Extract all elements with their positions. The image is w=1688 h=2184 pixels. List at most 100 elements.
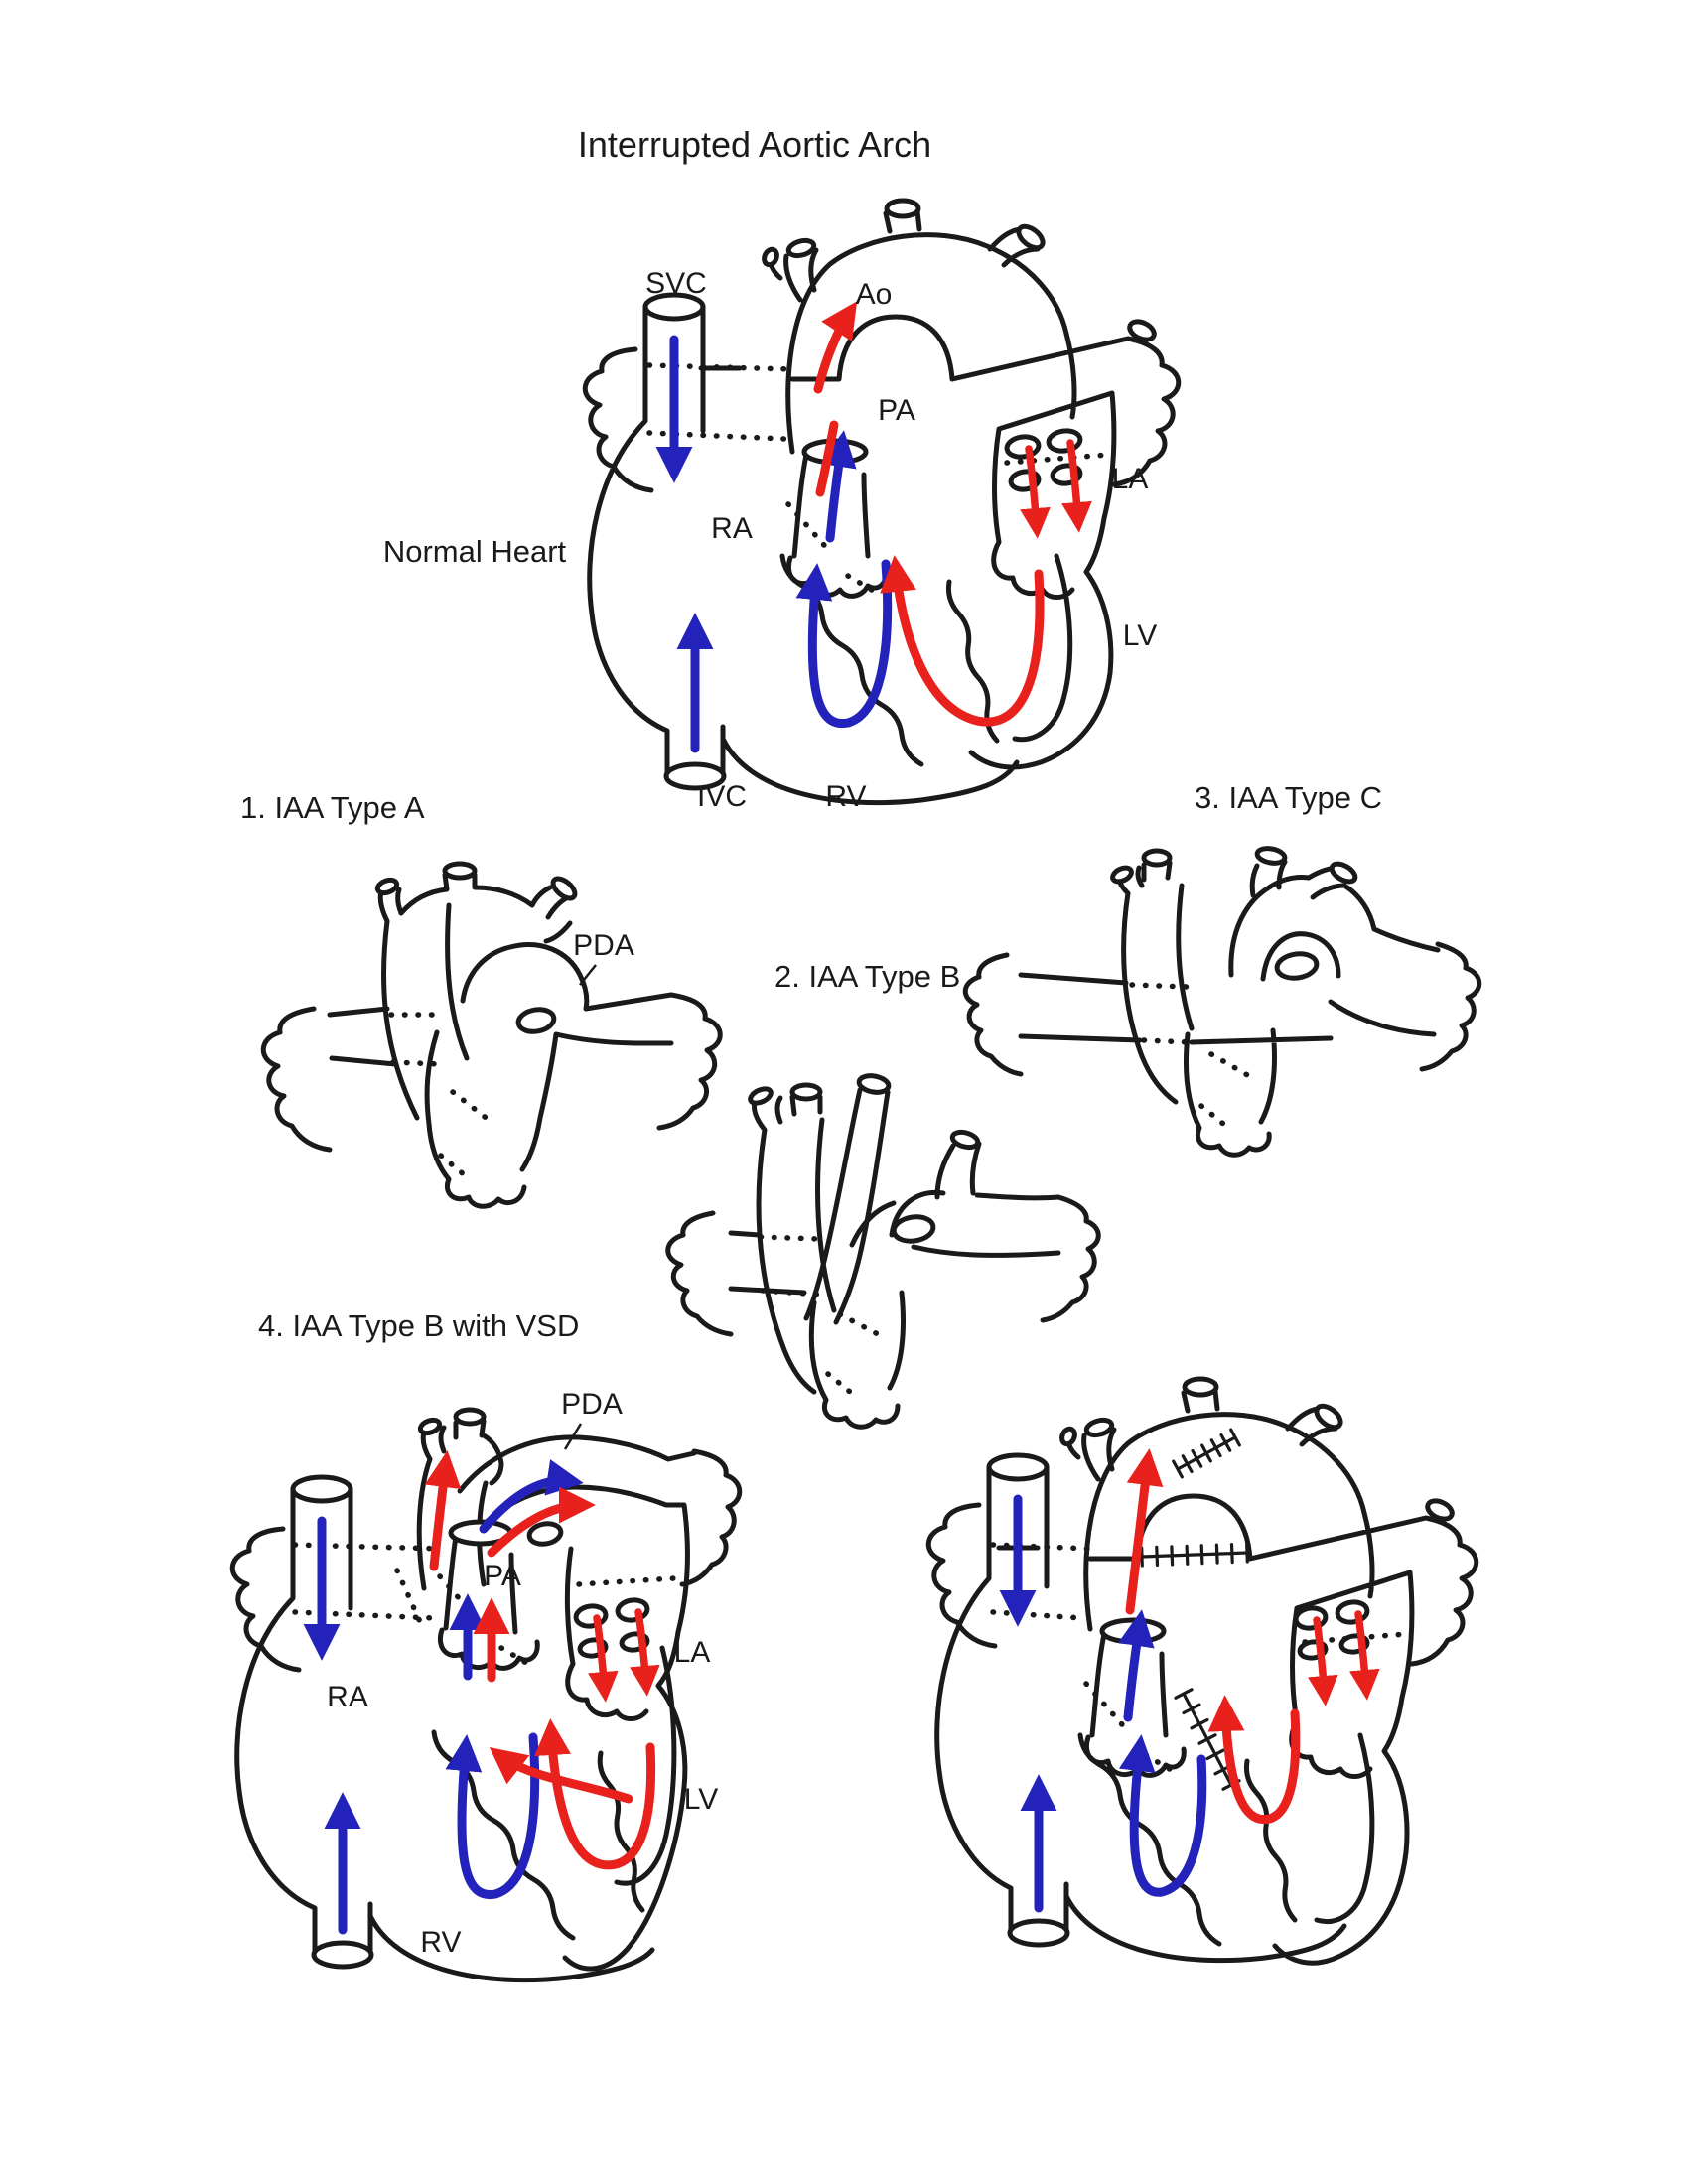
carotid-opening	[856, 1073, 892, 1095]
flow-arrows	[999, 1448, 1380, 1913]
blue-arrow-rv-loop	[1118, 1734, 1207, 1897]
type-c-outline	[962, 859, 1482, 1158]
figure-iaa-type-b-with-vsd: PDA PA LA RA LV RV 4. IAA Type B with VS…	[229, 1308, 743, 1983]
branch-opening-4	[1329, 861, 1358, 885]
blue-arrow-pa-outflow	[1118, 1609, 1155, 1722]
branch-opening-3	[1254, 846, 1288, 866]
label-rv: RV	[825, 780, 866, 813]
caption-type-b: 2. IAA Type B	[774, 959, 960, 994]
vsd-patch-suture	[1174, 1688, 1241, 1791]
hidden-vessel-dotted-lines	[646, 362, 1111, 599]
red-arrow-pulmonary-vein-1	[1308, 1616, 1338, 1706]
label-lv: LV	[1123, 619, 1157, 652]
arch-branch-opening-2	[453, 1407, 487, 1427]
caption-type-a: 1. IAA Type A	[240, 790, 425, 825]
pda-pointer-line	[579, 964, 597, 986]
ductus-window	[1274, 951, 1320, 981]
labels: PDA 1. IAA Type A	[240, 790, 634, 986]
branch-opening-3	[550, 876, 578, 901]
label-rv: RV	[420, 1926, 461, 1959]
arch-repair-suture-upper	[1172, 1428, 1241, 1479]
figure-iaa-type-a: PDA 1. IAA Type A	[240, 790, 723, 1209]
arch-repair-suture-lower	[1140, 1542, 1249, 1568]
red-arrow-repaired-aorta	[1125, 1448, 1164, 1615]
anatomy-labels: SVC Ao PA RA LA LV IVC RV Normal Heart	[383, 267, 1157, 813]
red-arrow-aorta-upper	[813, 301, 858, 394]
red-arrow-lv-loop	[880, 555, 1045, 727]
arch-branch-opening-2	[884, 198, 921, 219]
blue-arrow-through-pda	[479, 1459, 584, 1534]
label-la: LA	[674, 1636, 711, 1669]
arch-branch-opening-1	[785, 237, 817, 259]
figure-normal-heart: SVC Ao PA RA LA LV IVC RV Normal Heart	[383, 198, 1182, 813]
label-pa: PA	[878, 394, 915, 427]
label-ra: RA	[327, 1681, 368, 1713]
red-arrow-pulmonary-vein-1	[1020, 445, 1051, 539]
red-arrow-pulmonary-vein-1	[588, 1614, 619, 1703]
repaired-heart-outline	[925, 1388, 1479, 1966]
ductus-window	[891, 1214, 936, 1244]
pulmonary-vein-opening	[573, 1603, 609, 1629]
vessel-open-ends	[642, 198, 1157, 791]
pulmonary-vein-opening	[1046, 428, 1083, 454]
left-lung-vessel-opening	[1127, 319, 1157, 342]
lv-septum-squiggle	[1244, 1758, 1298, 1923]
pulmonary-vein-openings	[1293, 1599, 1370, 1661]
type-b-outline	[665, 1087, 1101, 1430]
arch-branch-opening-1	[1083, 1417, 1115, 1438]
pda-pointer-line	[563, 1423, 583, 1450]
type-c-dotted-lines	[1129, 982, 1252, 1127]
figure-iaa-type-b: 2. IAA Type B	[665, 959, 1101, 1430]
ductus-window	[515, 1007, 557, 1034]
vessel-open-ends	[374, 861, 578, 1034]
left-lung-vessel-opening	[1425, 1498, 1455, 1522]
pulmonary-vein-opening	[615, 1597, 650, 1623]
rv-trabeculation-squiggle	[1077, 1732, 1222, 1947]
figure-repaired-heart	[925, 1376, 1479, 1966]
page-title: Interrupted Aortic Arch	[578, 124, 931, 165]
label-svc: SVC	[645, 267, 707, 300]
pulmonary-vein-opening	[1335, 1599, 1370, 1625]
label-pa: PA	[484, 1560, 521, 1592]
branch-opening-1	[1110, 865, 1134, 885]
branch-opening-2	[1141, 848, 1173, 868]
vessel-open-ends	[1110, 846, 1358, 981]
arch-branch-opening-1	[417, 1417, 443, 1436]
label-lv: LV	[684, 1783, 718, 1816]
figure-iaa-type-c: 3. IAA Type C	[962, 780, 1482, 1158]
type-a-dotted-lines	[388, 1012, 492, 1178]
red-arrow-lv-loop	[534, 1718, 656, 1870]
red-arrow-pulmonary-vein-2	[1061, 439, 1092, 533]
ivc-opening	[1007, 1918, 1070, 1948]
red-arrow-aorta-lower	[815, 420, 839, 497]
arch-branch-opening-2	[1182, 1376, 1219, 1398]
type-b-dotted-lines	[758, 1234, 881, 1395]
repaired-heart-dotted-lines	[990, 1542, 1409, 1778]
red-arrow-lv-loop	[1207, 1695, 1301, 1825]
svc-opening	[642, 292, 706, 322]
label-ra: RA	[711, 512, 753, 545]
vessel-open-ends	[290, 1407, 564, 1970]
ivc-opening	[311, 1940, 374, 1970]
flow-arrows	[655, 301, 1092, 753]
arch-branch-opening-3	[1016, 223, 1046, 251]
pulmonary-vein-opening	[1293, 1605, 1329, 1631]
blue-arrow-rv-loop	[445, 1732, 540, 1900]
flow-arrows	[303, 1450, 660, 1935]
arch-branch-opening-1b	[1059, 1426, 1077, 1447]
pulmonary-vein-opening	[1004, 434, 1042, 460]
vessel-open-ends	[748, 1073, 981, 1244]
red-arrow-pulmonary-vein-2	[630, 1608, 660, 1697]
ductus-window	[526, 1521, 564, 1547]
ivc-opening	[663, 761, 727, 791]
subclavian-opening	[949, 1129, 981, 1151]
vsd-heart-dotted-lines	[292, 1542, 677, 1669]
branch-opening-2	[442, 861, 478, 881]
blue-arrow-pa-outflow	[820, 430, 857, 543]
label-ivc: IVC	[697, 780, 747, 813]
svc-opening	[290, 1474, 353, 1504]
label-pda: PDA	[573, 929, 634, 962]
caption-type-b-vsd: 4. IAA Type B with VSD	[258, 1308, 579, 1343]
